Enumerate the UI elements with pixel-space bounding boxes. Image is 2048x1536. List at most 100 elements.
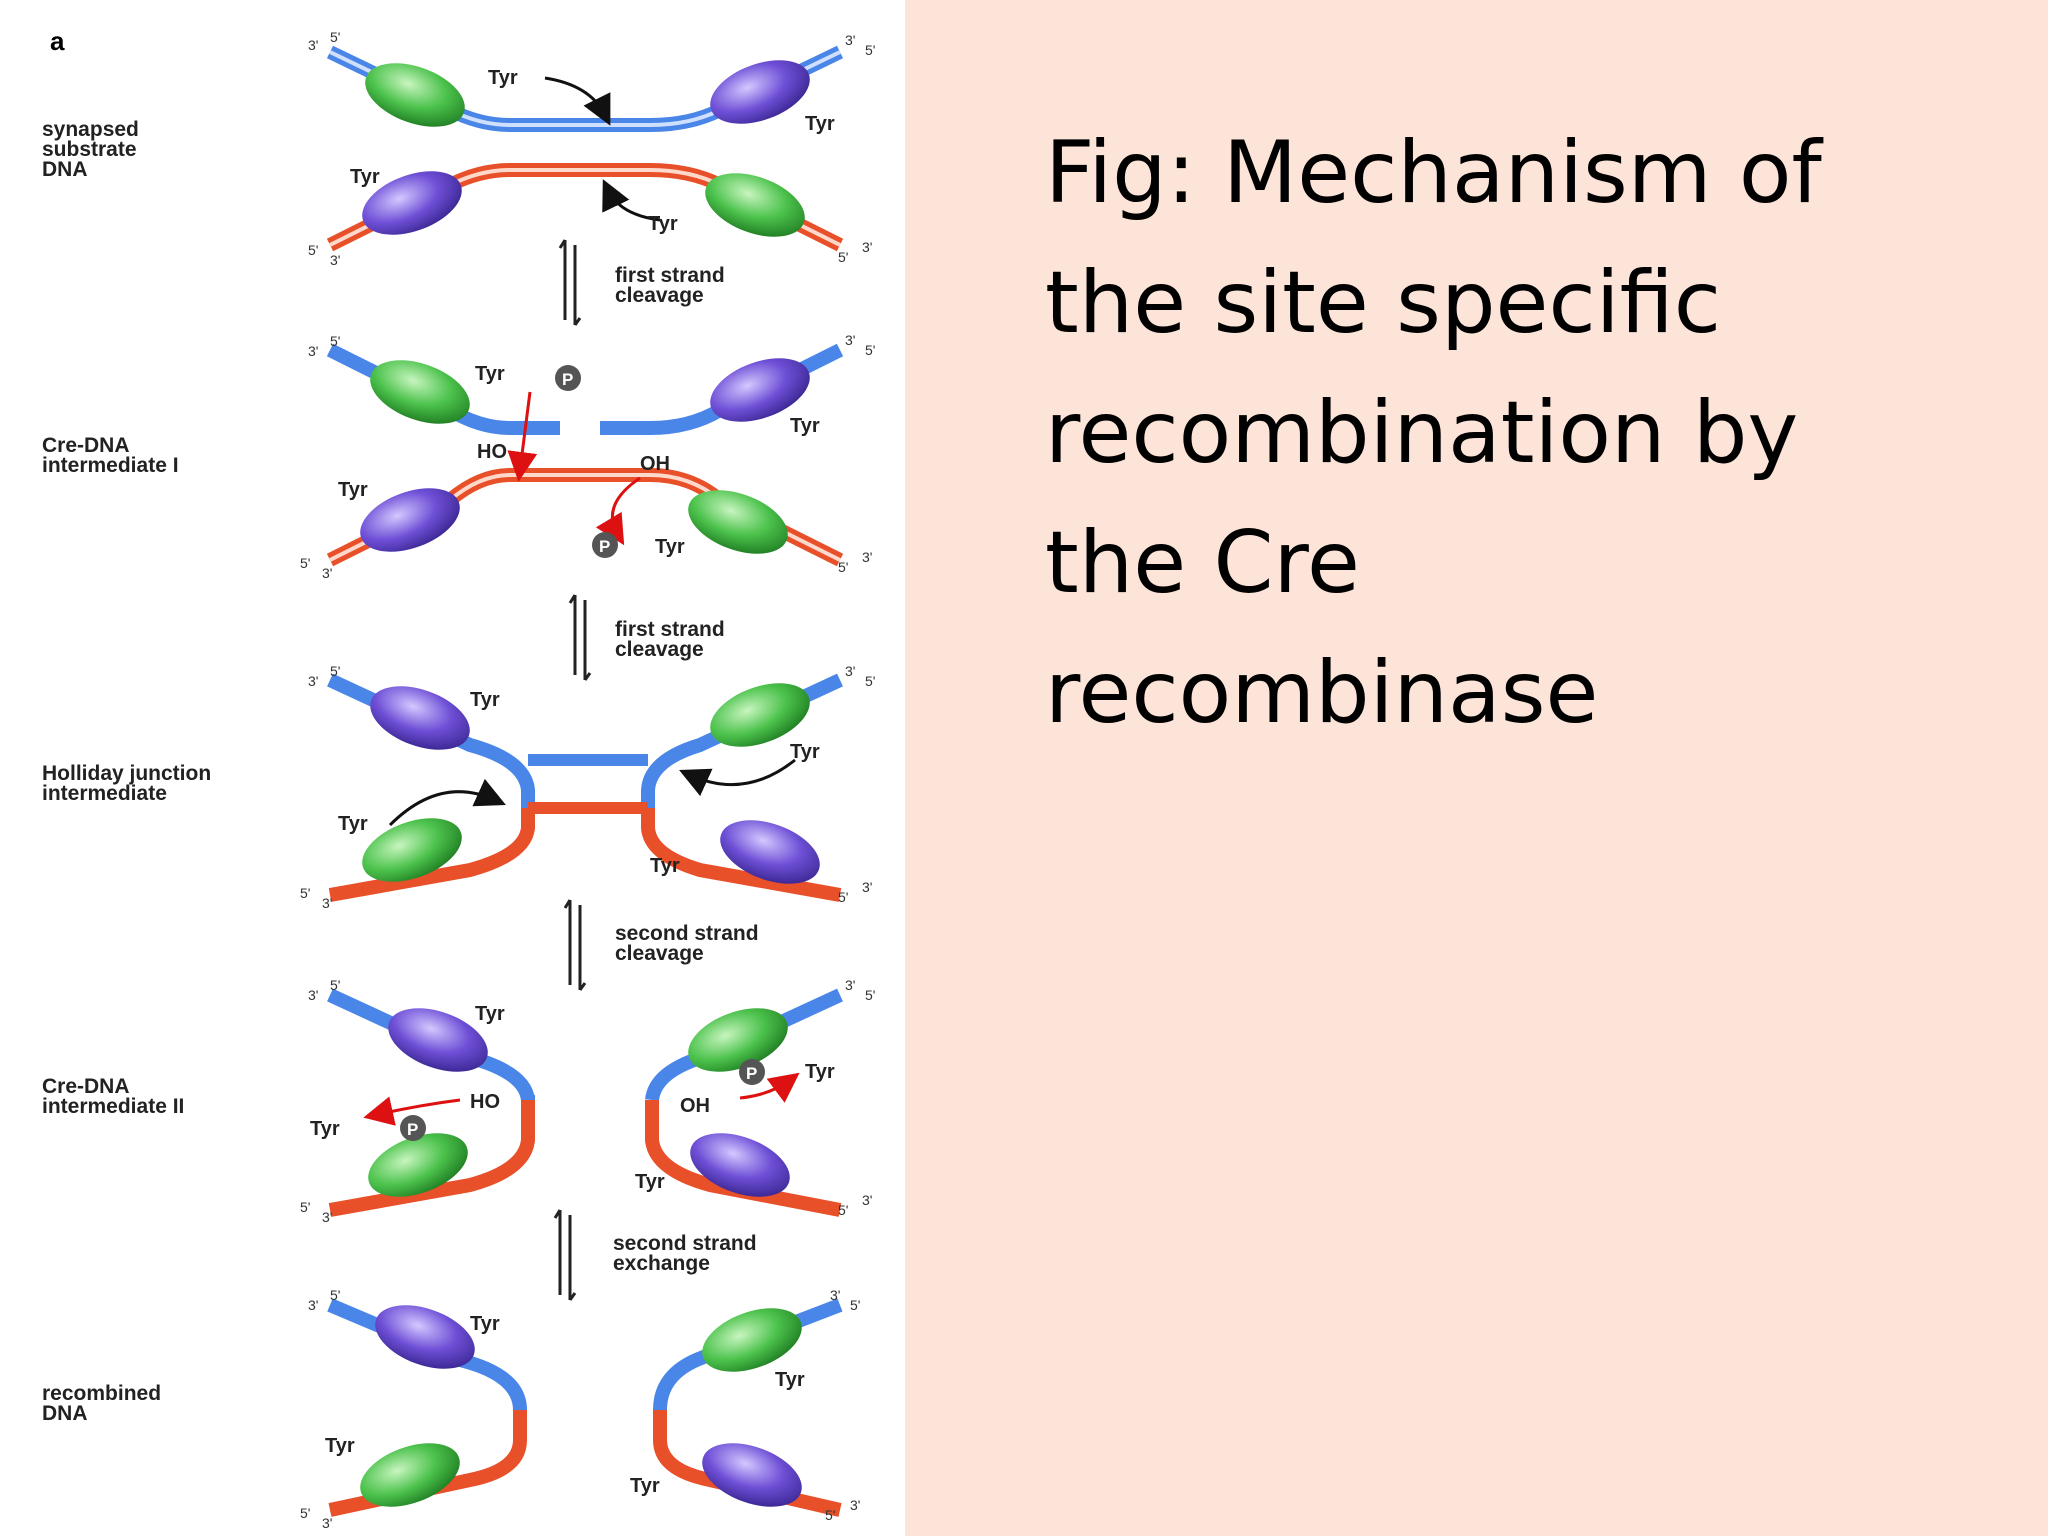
cre-purple-domain (710, 60, 810, 124)
blue-strand (327, 673, 535, 808)
tyr-label: Tyr (648, 213, 678, 235)
step-label: first strand cleavage (615, 264, 731, 307)
attack-arrow (544, 76, 611, 126)
red-strand (328, 808, 535, 902)
stage-label: Cre-DNA intermediate I (42, 434, 179, 477)
end-label: 5' (838, 249, 848, 265)
end-label: 5' (330, 977, 340, 993)
end-label: 5' (330, 29, 340, 45)
cre-green-domain (360, 1443, 460, 1507)
equilibrium-arrow (553, 1209, 577, 1301)
cre-purple-domain (362, 171, 462, 235)
cre-green-domain (362, 818, 462, 882)
stage-recombined-dna: recombined DNA Tyr Tyr Tyr Tyr 3' 5' 3' … (42, 1287, 860, 1531)
end-label: 5' (838, 559, 848, 575)
cre-purple-domain (360, 488, 460, 552)
equilibrium-arrow (558, 239, 582, 326)
end-label: 3' (322, 1515, 332, 1531)
cleavage-arrow (507, 391, 538, 482)
phosphate-badge (592, 532, 618, 558)
tyr-label: Tyr (470, 1313, 500, 1335)
end-label: 3' (322, 565, 332, 581)
phosphate-label: P (562, 370, 573, 389)
blue-strand-core (329, 50, 841, 127)
equilibrium-arrow (568, 594, 592, 681)
cre-green-domain (365, 63, 465, 127)
caption-line: the site specific (1045, 253, 1722, 353)
red-strand (641, 808, 842, 902)
step-first-strand-cleavage-2: first strand cleavage (568, 594, 725, 681)
end-label: 3' (308, 37, 318, 53)
tyr-label: Tyr (338, 813, 368, 835)
stage-cre-dna-intermediate-1: Cre-DNA intermediate I P P Tyr Tyr Tyr T… (42, 332, 875, 581)
stage-holliday-junction: Holliday junction intermediate Tyr Tyr T… (42, 663, 875, 911)
end-label: 3' (845, 977, 855, 993)
end-label: 3' (308, 987, 318, 1003)
hydroxyl-label: HO (470, 1091, 500, 1113)
tyr-label: Tyr (805, 113, 835, 135)
tyr-label: Tyr (650, 855, 680, 877)
tyr-label: Tyr (475, 363, 505, 385)
end-label: 3' (862, 549, 872, 565)
tyr-label: Tyr (310, 1118, 340, 1140)
cre-purple-domain (375, 1305, 475, 1369)
end-label: 5' (850, 1297, 860, 1313)
phosphate-label: P (599, 537, 610, 556)
stage-label: synapsed substrate DNA (42, 118, 145, 181)
cre-purple-domain (388, 1008, 488, 1072)
tyr-label: Tyr (805, 1061, 835, 1083)
tyr-label: Tyr (775, 1369, 805, 1391)
red-strand (328, 1100, 535, 1217)
tyr-label: Tyr (655, 536, 685, 558)
cre-green-domain (710, 683, 810, 747)
attack-arrow (602, 179, 661, 222)
end-label: 3' (862, 879, 872, 895)
rotation-arrow (388, 778, 506, 827)
tyr-label: Tyr (790, 741, 820, 763)
hydroxyl-label: HO (477, 441, 507, 463)
cre-recombination-figure: a synapsed substrate DNA Tyr Tyr Tyr Tyr… (0, 0, 905, 1536)
red-strand (645, 1100, 842, 1217)
phosphate-badge (555, 365, 581, 391)
end-label: 3' (308, 1297, 318, 1313)
stage-synapsed-substrate: synapsed substrate DNA Tyr Tyr Tyr Tyr 3… (42, 29, 875, 268)
end-label: 5' (865, 42, 875, 58)
tyr-label: Tyr (488, 67, 518, 89)
end-label: 5' (300, 1199, 310, 1215)
stage-label: Cre-DNA intermediate II (42, 1075, 184, 1118)
cre-green-domain (705, 173, 805, 237)
tyr-label: Tyr (635, 1171, 665, 1193)
end-label: 5' (330, 333, 340, 349)
phosphate-label: P (746, 1064, 757, 1083)
tyr-label: Tyr (325, 1435, 355, 1457)
tyr-label: Tyr (470, 689, 500, 711)
caption-line: recombinase (1045, 643, 1599, 743)
end-label: 3' (322, 1209, 332, 1225)
figure-caption: Fig: Mechanism of the site specific reco… (1045, 108, 2005, 758)
end-label: 3' (322, 895, 332, 911)
cre-purple-domain (720, 820, 820, 884)
panel-label: a (50, 26, 65, 56)
end-label: 3' (862, 239, 872, 255)
step-second-strand-cleavage: second strand cleavage (563, 899, 764, 991)
tyr-label: Tyr (338, 479, 368, 501)
end-label: 5' (825, 1507, 835, 1523)
cleavage-arrow (363, 1096, 461, 1126)
end-label: 5' (838, 889, 848, 905)
phosphate-label: P (407, 1120, 418, 1139)
end-label: 3' (308, 673, 318, 689)
cre-green-domain (688, 1008, 788, 1072)
end-label: 3' (862, 1192, 872, 1208)
step-label: second strand exchange (613, 1232, 762, 1275)
cre-green-domain (368, 1133, 468, 1197)
cre-green-domain (702, 1308, 802, 1372)
end-label: 5' (838, 1202, 848, 1218)
cre-purple-domain (370, 686, 470, 750)
end-label: 3' (330, 252, 340, 268)
end-label: 3' (845, 663, 855, 679)
caption-line: recombination by (1045, 383, 1799, 483)
step-label: second strand cleavage (615, 922, 764, 965)
cleavage-arrow (595, 476, 641, 546)
end-label: 5' (300, 1505, 310, 1521)
phosphate-badge (400, 1115, 426, 1141)
